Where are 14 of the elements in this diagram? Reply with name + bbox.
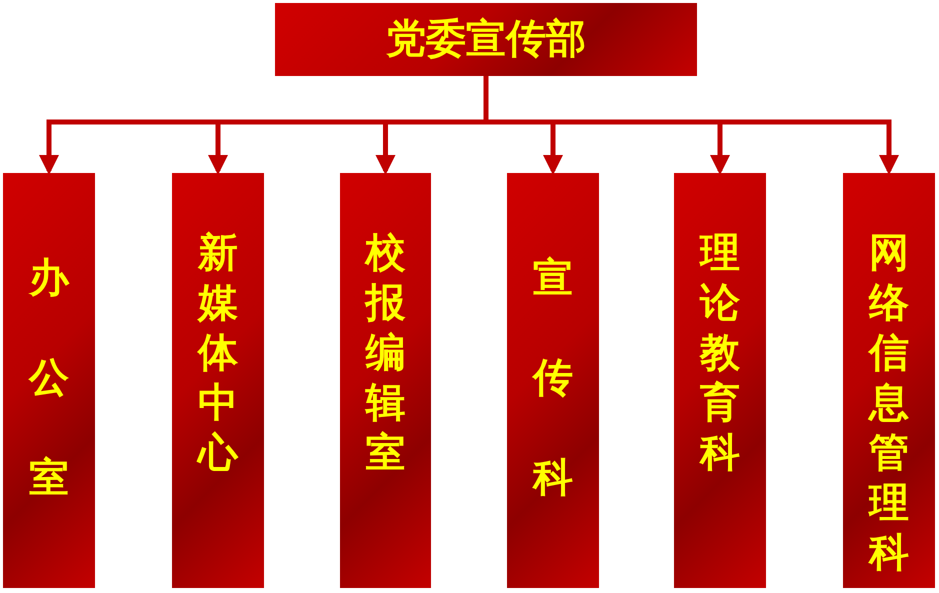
department-name: 宣传科	[533, 254, 573, 503]
department-name: 校报编辑室	[366, 229, 406, 478]
department-box	[507, 173, 599, 588]
department-box	[674, 173, 766, 588]
title-box	[275, 3, 697, 76]
department-box	[172, 173, 264, 588]
department-name: 办公室	[29, 254, 69, 503]
department-name: 理论教育科	[700, 229, 740, 478]
department-box	[3, 173, 95, 588]
title-text: 党委宣传部	[385, 15, 587, 63]
department-box	[843, 173, 935, 588]
department-name: 网络信息管理科	[869, 229, 909, 578]
department-name: 新媒体中心	[198, 229, 238, 478]
department-box	[340, 173, 431, 588]
